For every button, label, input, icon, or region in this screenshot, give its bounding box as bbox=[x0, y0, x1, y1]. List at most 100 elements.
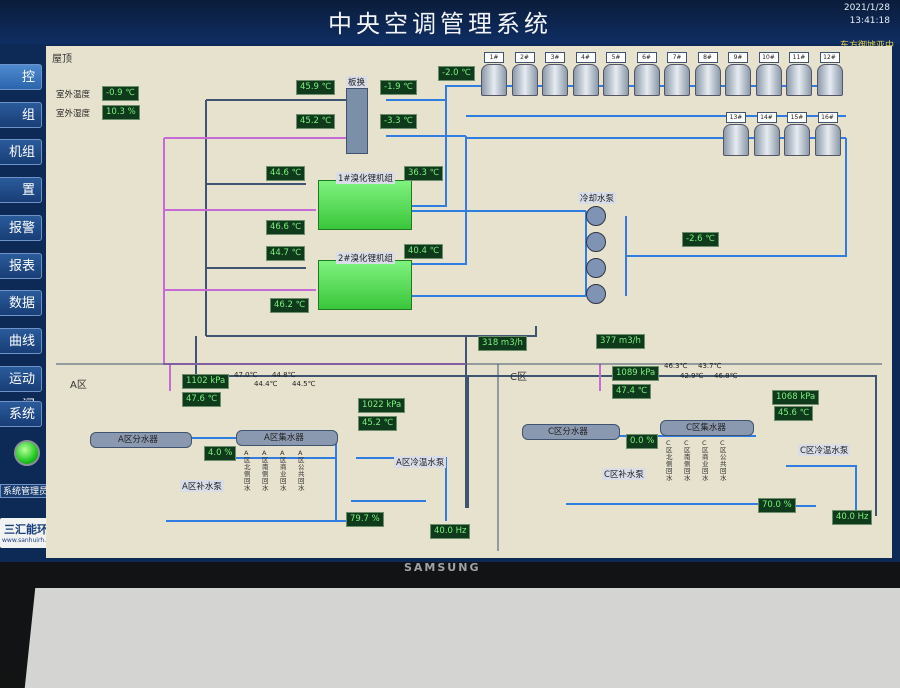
pipe-blue-2 bbox=[411, 88, 467, 265]
chiller-2[interactable] bbox=[318, 260, 412, 310]
heat-exchanger bbox=[346, 88, 368, 154]
chiller-1-left-bottom-temp: 46.6 ℃ bbox=[266, 220, 306, 235]
logo-text: 三汇能环 bbox=[4, 523, 48, 536]
c-zone-supply-header-label: C区分水器 bbox=[548, 427, 588, 437]
sidebar-item-system[interactable]: 系统 bbox=[0, 401, 42, 427]
cooling-tower[interactable]: 16# bbox=[814, 112, 841, 156]
cooling-tower[interactable]: 8# bbox=[694, 52, 721, 96]
a-zone-sub-temp-1: 47.0℃ bbox=[234, 371, 258, 379]
c-zone-temp-right: 45.6 ℃ bbox=[774, 406, 814, 421]
title-bar: 中央空调管理系统 2021/1/28 13:41:18 东方御墟亚中 bbox=[0, 0, 900, 51]
cooling-tower-label: 9# bbox=[728, 52, 748, 63]
chiller-1[interactable] bbox=[318, 180, 412, 230]
hx-left-bottom-temp: 45.2 ℃ bbox=[296, 114, 336, 129]
c-zone-pressure-left: 1089 kPa bbox=[612, 366, 660, 381]
chiller-1-right-temp: 36.3 ℃ bbox=[404, 166, 444, 181]
cooling-tower-body bbox=[723, 124, 749, 156]
sidebar-item-control[interactable]: 控 bbox=[0, 64, 42, 90]
cooling-pump-1[interactable] bbox=[586, 206, 606, 226]
a-zone-sub-temp-3: 44.8℃ bbox=[272, 371, 296, 379]
c-zone-valve-open: 0.0 % bbox=[626, 434, 659, 449]
pipe-dark-4 bbox=[195, 336, 877, 516]
pipe-zone-c-1 bbox=[566, 435, 786, 505]
a-zone-valve-open: 4.0 % bbox=[204, 446, 237, 461]
c-zone-temp-left: 47.4 ℃ bbox=[612, 384, 652, 399]
cooling-tower-label: 10# bbox=[758, 52, 779, 63]
section-c-label: C区 bbox=[510, 372, 527, 383]
sidebar-item-data[interactable]: 数据 bbox=[0, 290, 42, 316]
pipe-blue-3 bbox=[411, 210, 586, 297]
a-zone-supply-header bbox=[90, 432, 192, 448]
cooling-tower-body bbox=[664, 64, 690, 96]
tower-supply-temp: -2.0 ℃ bbox=[438, 66, 475, 81]
cooling-tower-body bbox=[542, 64, 568, 96]
time-display: 13:41:18 bbox=[849, 16, 890, 26]
process-diagram-panel: 屋顶 A区 C区 室外温度 -0.9 ℃ 室外湿度 10.3 % 板换 45.9… bbox=[46, 46, 892, 558]
chiller-2-left-top-temp: 44.7 ℃ bbox=[266, 246, 306, 261]
cooling-pump-4[interactable] bbox=[586, 284, 606, 304]
section-a-label: A区 bbox=[70, 380, 87, 391]
cooling-tower-label: 7# bbox=[667, 52, 687, 63]
sidebar-item-report[interactable]: 报表 bbox=[0, 253, 42, 279]
cooling-tower[interactable]: 11# bbox=[785, 52, 812, 96]
pipe-dark-5 bbox=[465, 336, 469, 508]
pipe-blue-5 bbox=[466, 137, 847, 257]
cooling-tower[interactable]: 1# bbox=[480, 52, 507, 96]
cooling-tower-label: 1# bbox=[484, 52, 504, 63]
a-zone-return-header-label: A区集水器 bbox=[264, 433, 304, 443]
sidebar-item-alarm[interactable]: 报警 bbox=[0, 215, 42, 241]
cooling-tower[interactable]: 9# bbox=[724, 52, 751, 96]
branch-label: C区南侧回水 bbox=[684, 439, 691, 482]
cooling-tower[interactable]: 10# bbox=[755, 52, 782, 96]
cooling-tower-label: 15# bbox=[787, 112, 807, 123]
a-zone-makeup-pump-label: A区补水泵 bbox=[180, 480, 224, 492]
cooling-tower-label: 5# bbox=[606, 52, 626, 63]
cooling-tower[interactable]: 15# bbox=[783, 112, 810, 156]
flow-c: 377 m3/h bbox=[596, 334, 645, 349]
page-title: 中央空调管理系统 bbox=[328, 10, 552, 38]
branch-label: A区公共回水 bbox=[298, 449, 305, 492]
sidebar-item-unit[interactable]: 机组 bbox=[0, 139, 42, 165]
pipe-dark-1 bbox=[205, 99, 346, 336]
cooling-tower-body bbox=[481, 64, 507, 96]
cooling-tower[interactable]: 7# bbox=[663, 52, 690, 96]
c-zone-circ-pump-label: C区冷温水泵 bbox=[798, 444, 851, 456]
monitor-brand: SAMSUNG bbox=[404, 561, 481, 574]
c-zone-return-header-label: C区集水器 bbox=[686, 423, 726, 433]
cooling-tower[interactable]: 3# bbox=[541, 52, 568, 96]
a-zone-supply-header-label: A区分水器 bbox=[118, 435, 158, 445]
cooling-pump-3[interactable] bbox=[586, 258, 606, 278]
c-zone-sub-temp-3: 43.7℃ bbox=[698, 362, 722, 370]
cooling-tower[interactable]: 14# bbox=[753, 112, 780, 156]
cooling-tower-label: 3# bbox=[545, 52, 565, 63]
c-zone-supply-header bbox=[522, 424, 620, 440]
a-zone-circ-pump-label: A区冷温水泵 bbox=[394, 456, 447, 468]
cooling-tower[interactable]: 5# bbox=[602, 52, 629, 96]
sidebar: 控 组 机组 置 报警 报表 数据 曲线 运动阀 系统 bbox=[0, 44, 44, 557]
a-zone-sub-temp-2: 44.4℃ bbox=[254, 380, 278, 388]
c-zone-bypass-open: 70.0 % bbox=[758, 498, 796, 513]
sidebar-item-settings[interactable]: 置 bbox=[0, 177, 42, 203]
cooling-pump-2[interactable] bbox=[586, 232, 606, 252]
cooling-tower[interactable]: 4# bbox=[572, 52, 599, 96]
cooling-pump-label: 冷却水泵 bbox=[578, 192, 617, 204]
cooling-tower[interactable]: 13# bbox=[722, 112, 749, 156]
heat-exchanger-label: 板换 bbox=[346, 76, 368, 88]
cooling-tower-label: 12# bbox=[819, 52, 840, 63]
pipe-pink-3 bbox=[169, 364, 601, 391]
cooling-tower-label: 14# bbox=[756, 112, 777, 123]
chiller-2-right-temp: 40.4 ℃ bbox=[404, 244, 444, 259]
branch-label: A区商业回水 bbox=[280, 449, 287, 492]
sidebar-item-valve[interactable]: 运动阀 bbox=[0, 366, 42, 413]
sidebar-item-curve[interactable]: 曲线 bbox=[0, 328, 42, 354]
chiller-2-label: 2#溴化锂机组 bbox=[336, 252, 396, 264]
pipe-pink-2 bbox=[164, 209, 316, 291]
sidebar-item-group[interactable]: 组 bbox=[0, 102, 42, 128]
cooling-tower[interactable]: 12# bbox=[816, 52, 843, 96]
c-zone-pressure-right: 1068 kPa bbox=[772, 390, 820, 405]
cooling-tower[interactable]: 2# bbox=[511, 52, 538, 96]
c-zone-sub-temp-1: 46.3℃ bbox=[664, 362, 688, 370]
cooling-tower[interactable]: 6# bbox=[633, 52, 660, 96]
chiller-1-left-top-temp: 44.6 ℃ bbox=[266, 166, 306, 181]
a-zone-sub-temp-4: 44.5℃ bbox=[292, 380, 316, 388]
